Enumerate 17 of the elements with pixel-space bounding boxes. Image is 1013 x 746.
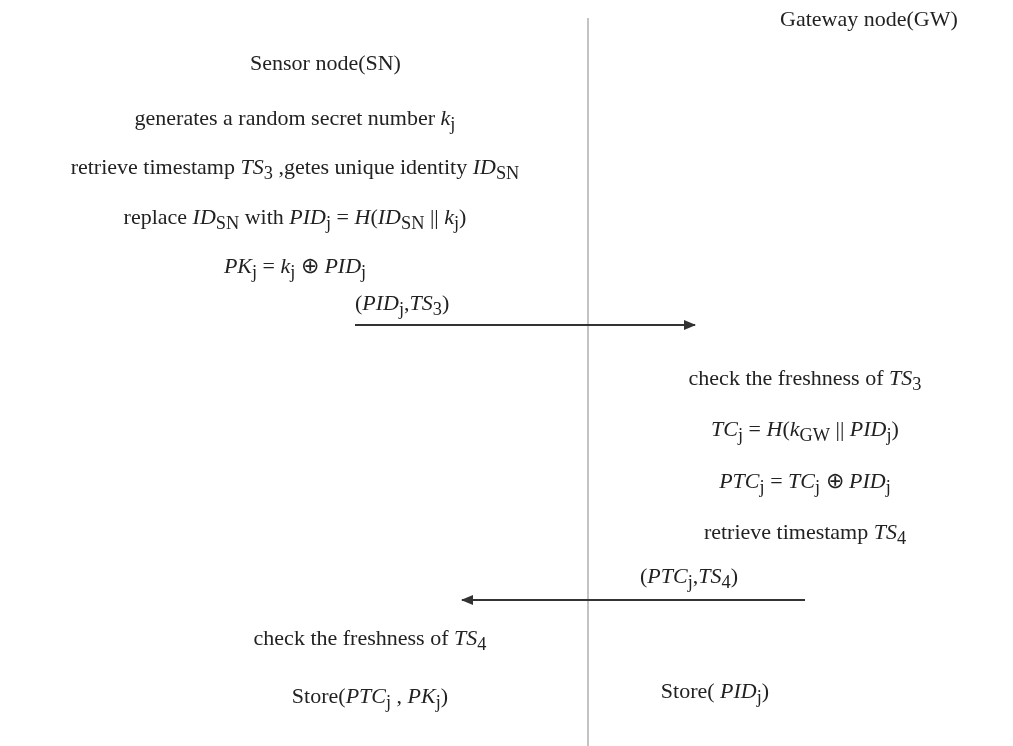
step-text: Store(PTC$_{j}$ , PK$_{j}$)	[291, 683, 449, 715]
step-text: check the freshness of TS$_{4}$	[253, 625, 487, 657]
column-heading: Sensor node(SN)	[250, 50, 401, 76]
step-text: PTC$_{j}$ = TC$_{j}$ ⊕ PID$_{j}$	[719, 467, 891, 500]
step-text: check the freshness of TS$_{3}$	[688, 365, 922, 397]
message-arrow	[461, 595, 806, 605]
step-text: Store( PID$_{j}$)	[660, 678, 770, 710]
message-arrow	[354, 320, 696, 330]
step-text: retrieve timestamp TS$_{3}$ ,getes unique identity ID$_{SN}$	[70, 154, 520, 186]
step-text: retrieve timestamp TS$_{4}$	[703, 519, 907, 551]
edge-label: (PTC$_{j}$,TS$_{4}$)	[640, 563, 739, 594]
step-text: PK$_{j}$ = k$_{j}$ ⊕ PID$_{j}$	[223, 253, 367, 285]
step-text: replace ID$_{SN}$ with PID$_{j}$ = H(ID$_{SN}$ || k$_{j}$)	[123, 203, 467, 236]
edge-label: (PID$_{j}$,TS$_{3}$)	[355, 290, 450, 321]
step-text: generates a random secret number k$_{j}$	[134, 105, 456, 137]
step-text: TC$_{j}$ = H(k$_{GW}$ || PID$_{j}$)	[711, 416, 899, 448]
column-heading: Gateway node(GW)	[780, 6, 958, 32]
